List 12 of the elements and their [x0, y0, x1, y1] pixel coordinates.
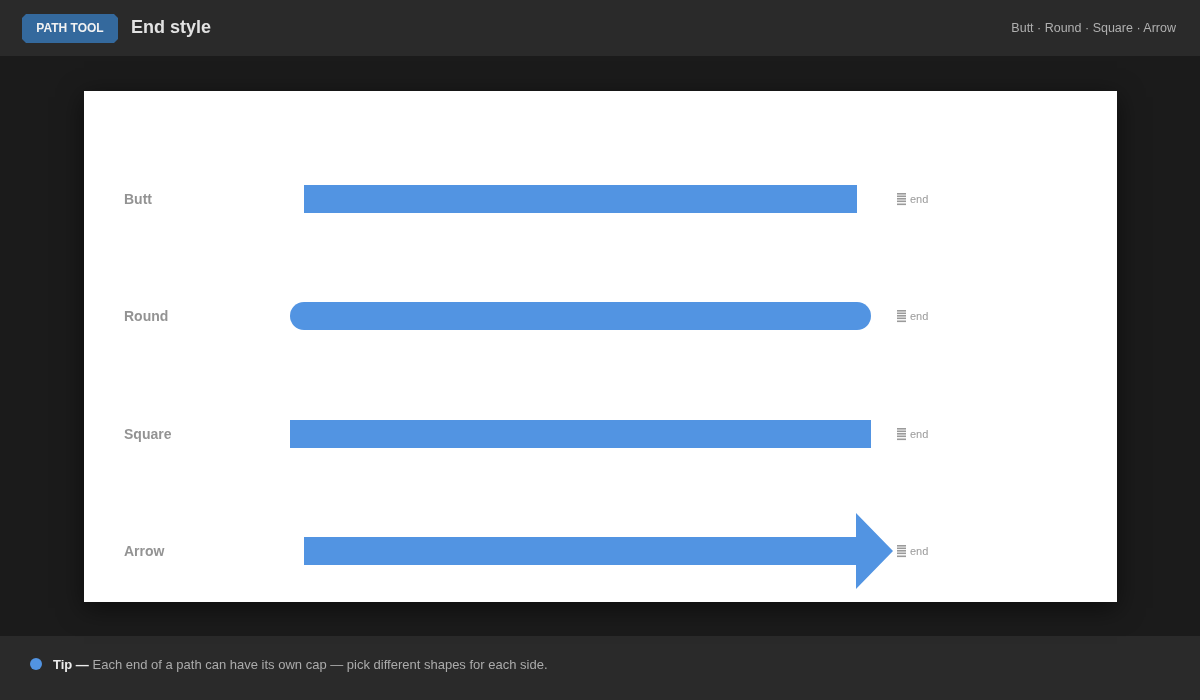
row-label: Square — [124, 425, 172, 443]
end-label: end — [910, 192, 929, 206]
end-label: end — [910, 427, 929, 441]
row-label: Butt — [124, 190, 152, 208]
end-label: end — [910, 309, 929, 323]
end-label: end — [910, 544, 929, 558]
row-label: Arrow — [124, 542, 165, 560]
page-title: End style — [131, 16, 212, 38]
cap-options-text: Butt · Round · Square · Arrow — [1011, 20, 1176, 36]
tool-badge: PATH TOOL — [22, 14, 118, 43]
row-label: Round — [124, 307, 169, 325]
tip-text: Tip — Each end of a path can have its own cap — pick different shapes for each side. — [53, 656, 548, 673]
